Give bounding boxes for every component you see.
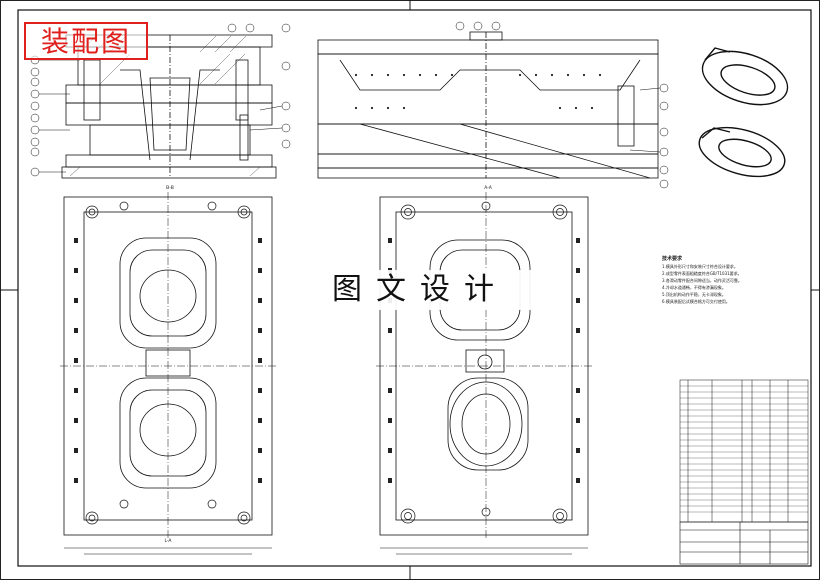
section-label-aa: A-A — [484, 185, 493, 191]
technical-requirement-item: 4.冷却水道通畅，不得有渗漏现象。 — [662, 285, 726, 290]
callout-numbers-left — [30, 23, 291, 177]
callout-numbers-right — [455, 21, 669, 189]
technical-requirement-item: 1.模具外形尺寸和安装尺寸符合设计要求。 — [662, 264, 738, 269]
toilet-seat-ring-icon — [701, 47, 789, 106]
plan-view-left-bolts — [85, 201, 251, 525]
section-label-bb: B-B — [166, 185, 174, 191]
parts-list-rows — [680, 385, 808, 513]
watermark-text: 图文设计 — [326, 270, 536, 310]
technical-requirement-item: 6.模具装配后试模合格方可交付使用。 — [662, 299, 730, 304]
section-view-right-dots — [354, 73, 602, 110]
toilet-seat-ring-angled-icon — [698, 126, 786, 178]
title-block — [679, 521, 809, 565]
drawing-border — [17, 9, 812, 567]
technical-requirements: 技术要求 1.模具外形尺寸和安装尺寸符合设计要求。 2.成型零件表面粗糙度符合G… — [662, 256, 782, 305]
plan-view-right-bolts — [400, 201, 568, 524]
technical-requirement-item: 3.各滑动零件配合间隙适当，动作灵活可靠。 — [662, 278, 742, 283]
plan-view-left — [60, 192, 276, 540]
plan-view-left-holes — [74, 238, 262, 483]
parts-list-table — [679, 379, 809, 523]
section-view-right — [317, 31, 659, 179]
plan-view-right-holes — [388, 238, 580, 483]
technical-requirement-item: 2.成型零件表面粗糙度符合GB/T1031要求。 — [662, 271, 742, 276]
section-label-la: L-A — [164, 538, 172, 544]
technical-requirement-item: 5.顶出机构动作平稳，无卡滞现象。 — [662, 292, 726, 297]
assembly-drawing-stamp: 装配图 — [24, 22, 148, 60]
technical-requirements-title: 技术要求 — [662, 256, 683, 262]
